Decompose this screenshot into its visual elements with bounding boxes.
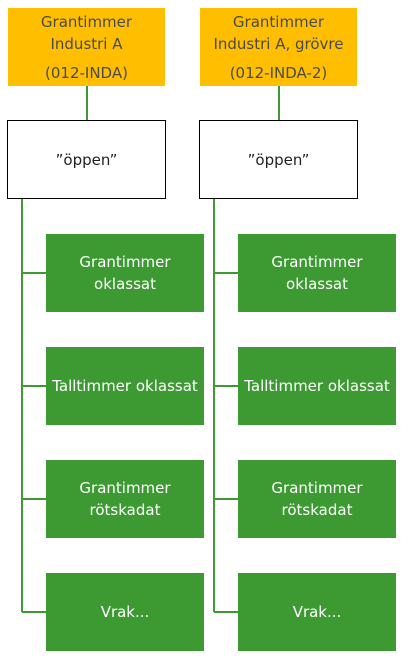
leaf-label-line-1: Grantimmer [79,253,171,271]
leaf-label-line-1: Talltimmer oklassat [52,377,198,395]
leaf-label-line-1: Grantimmer [79,479,171,497]
status-box-1: ”öppen” [7,120,166,199]
leaf-label-line-1: Grantimmer [271,479,363,497]
leaf-box-2-3: Grantimmer rötskadat [238,460,396,538]
header-box-1: Grantimmer Industri A (012-INDA) [8,8,165,86]
header-title-line-2: Industri A [50,34,123,53]
header-title-line-1: Grantimmer [40,12,133,31]
header-title-line-2: Industri A, grövre [213,34,344,53]
status-label: ”öppen” [55,150,118,169]
leaf-label-line-1: Grantimmer [271,253,363,271]
leaf-box-2-4: Vrak... [238,573,396,651]
leaf-box-1-4: Vrak... [46,573,204,651]
leaf-label-line-2: rötskadat [89,501,161,519]
leaf-label-line-1: Talltimmer oklassat [244,377,390,395]
header-title-line-1: Grantimmer [232,12,325,31]
leaf-label-line-1: Vrak... [292,603,342,621]
status-label: ”öppen” [247,150,310,169]
header-code: (012-INDA-2) [229,63,328,82]
leaf-label-line-2: oklassat [94,275,156,293]
leaf-box-1-1: Grantimmer oklassat [46,234,204,312]
leaf-box-2-1: Grantimmer oklassat [238,234,396,312]
leaf-label-line-2: rötskadat [281,501,353,519]
leaf-label-line-2: oklassat [286,275,348,293]
leaf-label-line-1: Vrak... [100,603,150,621]
header-code: (012-INDA) [45,63,128,82]
header-box-2: Grantimmer Industri A, grövre (012-INDA-… [200,8,357,86]
leaf-box-2-2: Talltimmer oklassat [238,347,396,425]
leaf-box-1-3: Grantimmer rötskadat [46,460,204,538]
status-box-2: ”öppen” [199,120,358,199]
leaf-box-1-2: Talltimmer oklassat [46,347,204,425]
